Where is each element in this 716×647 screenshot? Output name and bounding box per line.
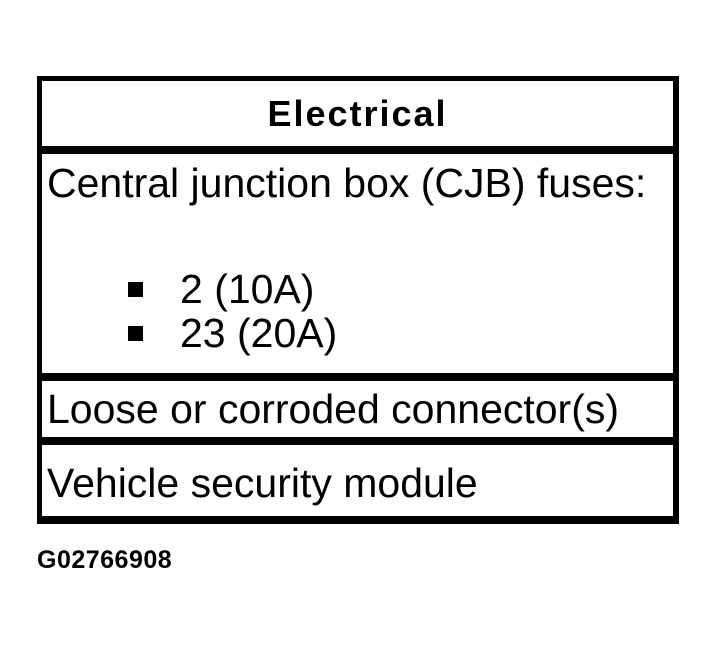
vehicle-security-module-row: Vehicle security module <box>42 437 673 516</box>
fuse-item-label: 23 (20A) <box>180 310 338 356</box>
fuse-list: 2 (10A) 23 (20A) <box>47 267 668 355</box>
table-title: Electrical <box>267 92 448 134</box>
cjb-fuses-row: Central junction box (CJB) fuses: 2 (10A… <box>42 146 673 373</box>
cjb-fuses-intro: Central junction box (CJB) fuses: <box>47 160 647 206</box>
loose-connector-label: Loose or corroded connector(s) <box>47 385 620 432</box>
electrical-diagnostics-table: Electrical Central junction box (CJB) fu… <box>37 76 679 524</box>
table-header-row: Electrical <box>42 81 673 146</box>
square-bullet-icon <box>128 282 143 297</box>
vehicle-security-module-label: Vehicle security module <box>47 460 478 506</box>
fuse-list-item: 23 (20A) <box>47 311 668 355</box>
square-bullet-icon <box>128 326 143 341</box>
loose-connector-row: Loose or corroded connector(s) <box>42 373 673 437</box>
fuse-list-item: 2 (10A) <box>47 267 668 311</box>
fuse-item-label: 2 (10A) <box>180 266 315 312</box>
figure-id-caption: G02766908 <box>37 546 173 574</box>
